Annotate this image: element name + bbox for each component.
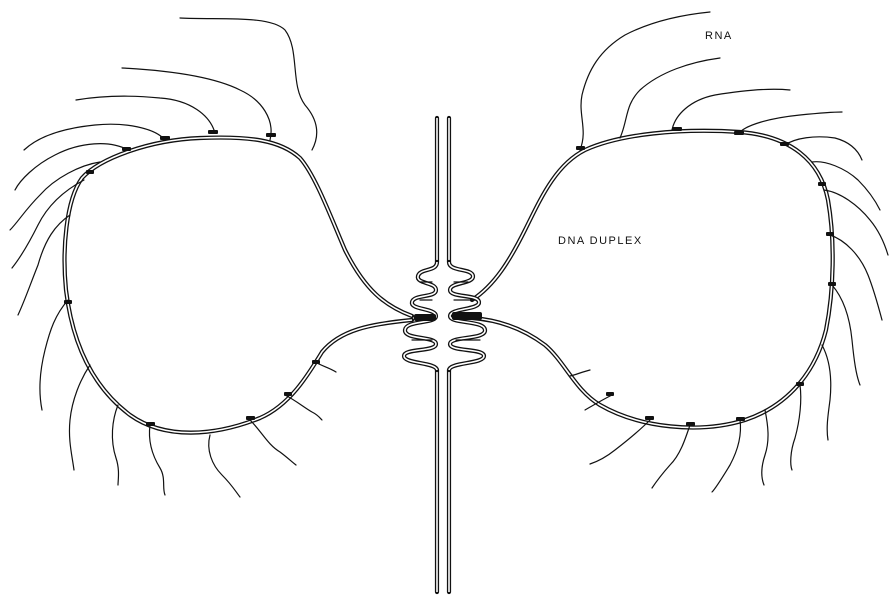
dna-stalk-top — [437, 118, 449, 262]
rna-strands-right-bottom — [570, 285, 860, 492]
left-dna-loop — [65, 138, 412, 433]
rna-label: RNA — [705, 30, 733, 42]
rna-strands-left-top — [10, 18, 317, 315]
right-dna-loop — [472, 131, 833, 428]
central-fold-region — [404, 262, 485, 370]
dna-stalk-bottom — [437, 370, 449, 592]
rna-strands-left-bottom — [40, 300, 336, 497]
fold-crossover-left — [414, 314, 436, 321]
fold-crossover-right — [452, 312, 482, 320]
dna-duplex-label: DNA DUPLEX — [558, 235, 643, 247]
rna-strands-right-top — [580, 12, 888, 320]
